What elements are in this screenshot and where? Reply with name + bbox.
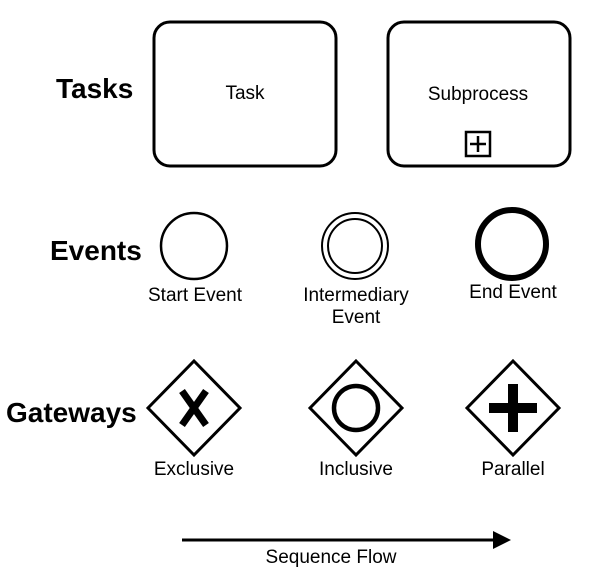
events-section-title: Events [50, 235, 142, 266]
x-mark-icon [179, 388, 209, 428]
circle-mark-icon [331, 383, 381, 433]
start-event-circle [159, 211, 229, 281]
inclusive-gateway-label: Inclusive [319, 459, 393, 480]
task-shape: Task [152, 20, 338, 168]
sequence-flow: Sequence Flow [182, 531, 511, 568]
subprocess-box [386, 20, 572, 168]
arrow-right-icon [493, 531, 511, 549]
task-label: Task [225, 83, 265, 104]
parallel-gateway: Parallel [464, 358, 562, 480]
plus-in-square-icon [464, 130, 492, 158]
inclusive-gateway: Inclusive [307, 358, 405, 480]
sequence-flow-label: Sequence Flow [266, 547, 397, 568]
intermediary-event-inner-circle [327, 218, 383, 274]
inclusive-gateway-diamond [307, 358, 405, 458]
exclusive-gateway-label: Exclusive [154, 459, 234, 480]
subprocess-shape: Subprocess [386, 20, 572, 168]
tasks-section-title: Tasks [56, 73, 133, 104]
intermediary-event: Intermediary Event [303, 212, 409, 328]
parallel-gateway-label: Parallel [481, 459, 544, 480]
start-event-label: Start Event [148, 285, 243, 306]
gateways-section-title: Gateways [6, 397, 137, 428]
task-box [152, 20, 338, 168]
exclusive-gateway: Exclusive [145, 358, 243, 480]
end-event-label: End Event [469, 282, 557, 303]
intermediary-event-label-line1: Intermediary [303, 285, 409, 306]
subprocess-label: Subprocess [428, 84, 528, 105]
end-event: End Event [469, 207, 558, 303]
plus-mark-icon [489, 384, 537, 432]
intermediary-event-outer-circle [321, 212, 389, 280]
start-event: Start Event [148, 211, 243, 306]
intermediary-event-label-line2: Event [332, 307, 381, 328]
end-event-circle [475, 207, 549, 281]
